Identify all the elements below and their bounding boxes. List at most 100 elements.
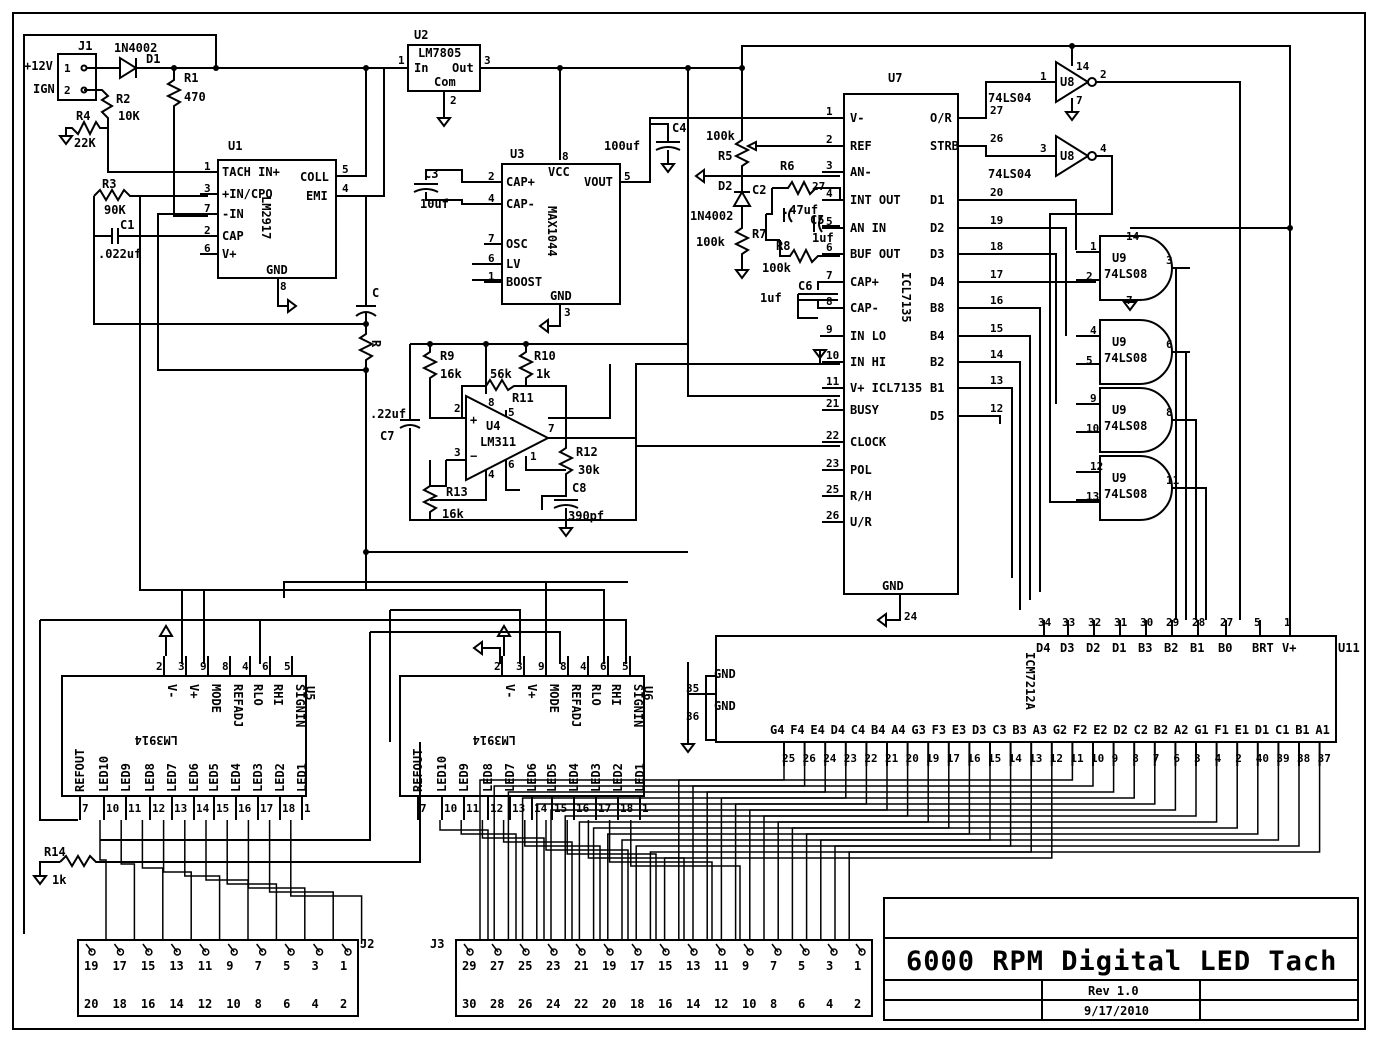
lm3914-top-pin: 8 <box>222 660 229 673</box>
u11-seg-label: F4 <box>790 723 804 737</box>
lm3914-top-pin: 6 <box>600 660 607 673</box>
r9-ref: R9 <box>440 349 454 363</box>
u11-seg-pin: 10 <box>1091 752 1104 765</box>
u1-pin-num: 2 <box>204 224 211 237</box>
r5-ref: R5 <box>718 149 732 163</box>
u9-name: 74LS08 <box>1104 419 1147 433</box>
title-block: 6000 RPM Digital LED Tach Rev 1.0 9/17/2… <box>883 897 1359 1021</box>
u11-pin-label: B2 <box>1164 641 1178 655</box>
r14-ref: R14 <box>44 845 66 859</box>
u11-seg-label: E1 <box>1235 723 1249 737</box>
u11-pin-num: 29 <box>1166 616 1179 629</box>
r6-ref: R6 <box>780 159 794 173</box>
u11-seg-label: F3 <box>932 723 946 737</box>
u9-in-a: 1 <box>1090 240 1097 253</box>
j3-bottom-pin: 22 <box>574 997 588 1011</box>
u9-p14: 14 <box>1126 230 1140 243</box>
lm3914-bottom-label: LED6 <box>525 763 539 792</box>
u7-pin-num: 17 <box>990 268 1003 281</box>
u2-ref: U2 <box>414 28 428 42</box>
j2-top-pin: 7 <box>255 959 262 973</box>
u11-seg-pin: 4 <box>1215 752 1222 765</box>
u3-pin-label: OSC <box>506 237 528 251</box>
lm3914-bottom-pin: 17 <box>260 802 273 815</box>
u9-name: 74LS08 <box>1104 351 1147 365</box>
u7-pin-num: 16 <box>990 294 1004 307</box>
lm3914-bottom-label: LED1 <box>633 763 647 792</box>
d1-value: 1N4002 <box>114 41 157 55</box>
u7-pin-label: D3 <box>930 247 944 261</box>
d2-ref: D2 <box>718 179 732 193</box>
j2-top-pin: 17 <box>112 959 126 973</box>
u11-seg-pin: 25 <box>782 752 795 765</box>
lm3914-bottom-label: LED7 <box>503 763 517 792</box>
u7-pin-label: IN LO <box>850 329 886 343</box>
u1-pin-label: -IN <box>222 207 244 221</box>
u11-seg-label: A3 <box>1033 723 1047 737</box>
lm3914-bottom-pin: 12 <box>152 802 165 815</box>
u7-pin-label: AN IN <box>850 221 886 235</box>
u11-seg-label: D1 <box>1255 723 1269 737</box>
c7-ref: C7 <box>380 429 394 443</box>
r-misc-ref: R <box>369 340 383 348</box>
u7-pin-label: D2 <box>930 221 944 235</box>
u2-name: LM7805 <box>418 46 461 60</box>
j2-bottom-pin: 12 <box>198 997 212 1011</box>
j2-top-pin: 13 <box>169 959 183 973</box>
j2-top-pin: 5 <box>283 959 290 973</box>
drawing-border <box>12 12 1366 1030</box>
u11-seg-pin: 3 <box>1194 752 1201 765</box>
u7-pin-num: 13 <box>990 374 1003 387</box>
r-d2-value: 100k <box>696 235 726 249</box>
j2-bottom-pin: 4 <box>312 997 319 1011</box>
u11-pin-num: 5 <box>1254 616 1261 629</box>
u7-pin-num: 21 <box>826 397 840 410</box>
u11-pin-label: B1 <box>1190 641 1204 655</box>
u3-pin-label: BOOST <box>506 275 542 289</box>
u9-in-b: 13 <box>1086 490 1099 503</box>
u11-pin-label: D2 <box>1086 641 1100 655</box>
u7-pin-label: O/R <box>930 111 952 125</box>
r9-value: 16k <box>440 367 462 381</box>
u7-pin-label: B1 <box>930 381 944 395</box>
d2-value: 1N4002 <box>690 209 733 223</box>
r3-ref: R3 <box>102 177 116 191</box>
u11-seg-label: A4 <box>891 723 905 737</box>
r2-ref: R2 <box>116 92 130 106</box>
lm3914-bottom-label: LED8 <box>143 763 157 792</box>
u3-vcc-pin: 8 <box>562 150 569 163</box>
j3-top-pin: 29 <box>462 959 476 973</box>
u7-pin-num: 27 <box>990 104 1003 117</box>
lm3914-bottom-label: LED10 <box>435 756 449 792</box>
u9-ref: U9 <box>1112 403 1126 417</box>
r6-pin27: 27 <box>812 180 825 193</box>
u9-in-b: 2 <box>1086 270 1093 283</box>
lm3914-bottom-pin: 1 <box>642 802 649 815</box>
u11-pin-num: 28 <box>1192 616 1205 629</box>
lm3914-top-pin: 8 <box>560 660 567 673</box>
u11-seg-label: A1 <box>1315 723 1329 737</box>
lm3914-bottom-label: REFOUT <box>411 749 425 792</box>
c-misc-ref: C <box>372 286 379 300</box>
u11-pin36: 36 <box>686 710 700 723</box>
u1-pin-label: TACH IN+ <box>222 165 280 179</box>
lm3914-top-label: MODE <box>209 684 223 713</box>
u3-vout: VOUT <box>584 175 613 189</box>
u11-seg-pin: 19 <box>926 752 939 765</box>
u3-gnd: GND <box>550 289 572 303</box>
u3-vcc: VCC <box>548 165 570 179</box>
j3-bottom-pin: 28 <box>490 997 504 1011</box>
j3-top-pin: 1 <box>854 959 861 973</box>
u8a-ref: U8 <box>1060 75 1074 89</box>
lm3914-bottom-pin: 10 <box>106 802 119 815</box>
revision-label: Rev 1.0 <box>1088 984 1139 998</box>
u9-gate <box>1099 387 1173 453</box>
u11-seg-pin: 2 <box>1235 752 1242 765</box>
u11-seg-label: D2 <box>1113 723 1127 737</box>
u11-pin-num: 34 <box>1038 616 1052 629</box>
lm3914-bottom-pin: 18 <box>282 802 295 815</box>
u11-seg-pin: 23 <box>844 752 857 765</box>
schematic-title: 6000 RPM Digital LED Tach <box>906 946 1337 977</box>
u4-plus: + <box>470 413 477 427</box>
